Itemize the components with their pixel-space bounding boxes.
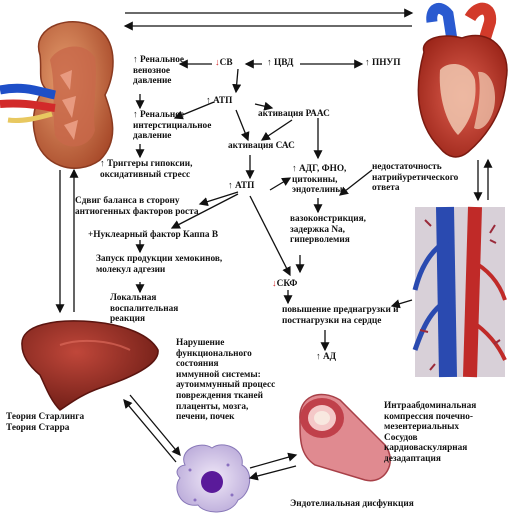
endothelial-dysfunction-label: Эндотелиальная дисфункция <box>290 499 414 509</box>
liver-illustration <box>21 320 159 411</box>
chemokines-label: Запуск продукции хемокинов, молекул адге… <box>96 254 223 275</box>
cardiac-output-label: ↓СВ <box>215 58 233 68</box>
artery-cross-section-illustration <box>299 393 391 482</box>
cvp-label: ↑ ЦВД <box>267 58 294 68</box>
natriuretic-insufficiency-label: недостаточность натрийуретического ответ… <box>372 162 459 194</box>
gfr-label: ↓СКФ <box>272 279 298 289</box>
immune-cell-illustration <box>176 444 251 513</box>
local-inflammation-label: Локальная воспалительная реакция <box>110 293 179 325</box>
heart-illustration <box>417 2 508 158</box>
hypoxia-triggers-label: ↑ Триггеры гипоксии, оксидативный стресс <box>100 159 193 180</box>
intra-abdominal-compression-label: Интраабдоминальная компрессия почечно- м… <box>384 401 477 464</box>
vasoconstriction-label: вазоконстрикция, задержка Na, гиперволем… <box>290 214 366 246</box>
cardiac-output-arrow: ↓ <box>215 58 220 68</box>
blood-pressure-label: ↑ АД <box>316 352 337 362</box>
pnup-label: ↑ ПНУП <box>365 58 401 68</box>
renal-venous-pressure-label: ↑ Ренальное венозное давление <box>133 55 185 87</box>
gfr-arrow: ↓ <box>272 279 277 289</box>
renal-interstitial-pressure-label: ↑ Ренальное интерстициальное давление <box>133 110 212 142</box>
sas-activation-label: активация САС <box>228 141 295 151</box>
flow-arrows <box>55 8 493 481</box>
nfkb-label: +Нуклеарный фактор Каппа В <box>88 230 219 240</box>
preload-afterload-label: повышение преднагрузки и постнагрузки на… <box>282 305 399 326</box>
adh-cytokines-label: ↑ АДГ, ФНО, цитокины, эндотелины <box>292 164 347 196</box>
atp-label-1: ↑ АТП <box>206 96 233 106</box>
growth-factor-balance-label: Сдвиг баланса в сторону антиогенных факт… <box>75 196 199 217</box>
atp-label-2: ↑ АТП <box>228 181 255 191</box>
blood-vessels-illustration <box>412 206 507 378</box>
starling-starr-theory-label: Теория Старлинга Теория Старра <box>6 412 85 433</box>
immune-dysfunction-label: Нарушение функционального состояния имму… <box>176 338 276 423</box>
raas-activation-label: активация РААС <box>258 109 330 119</box>
kidney-illustration <box>0 21 114 169</box>
